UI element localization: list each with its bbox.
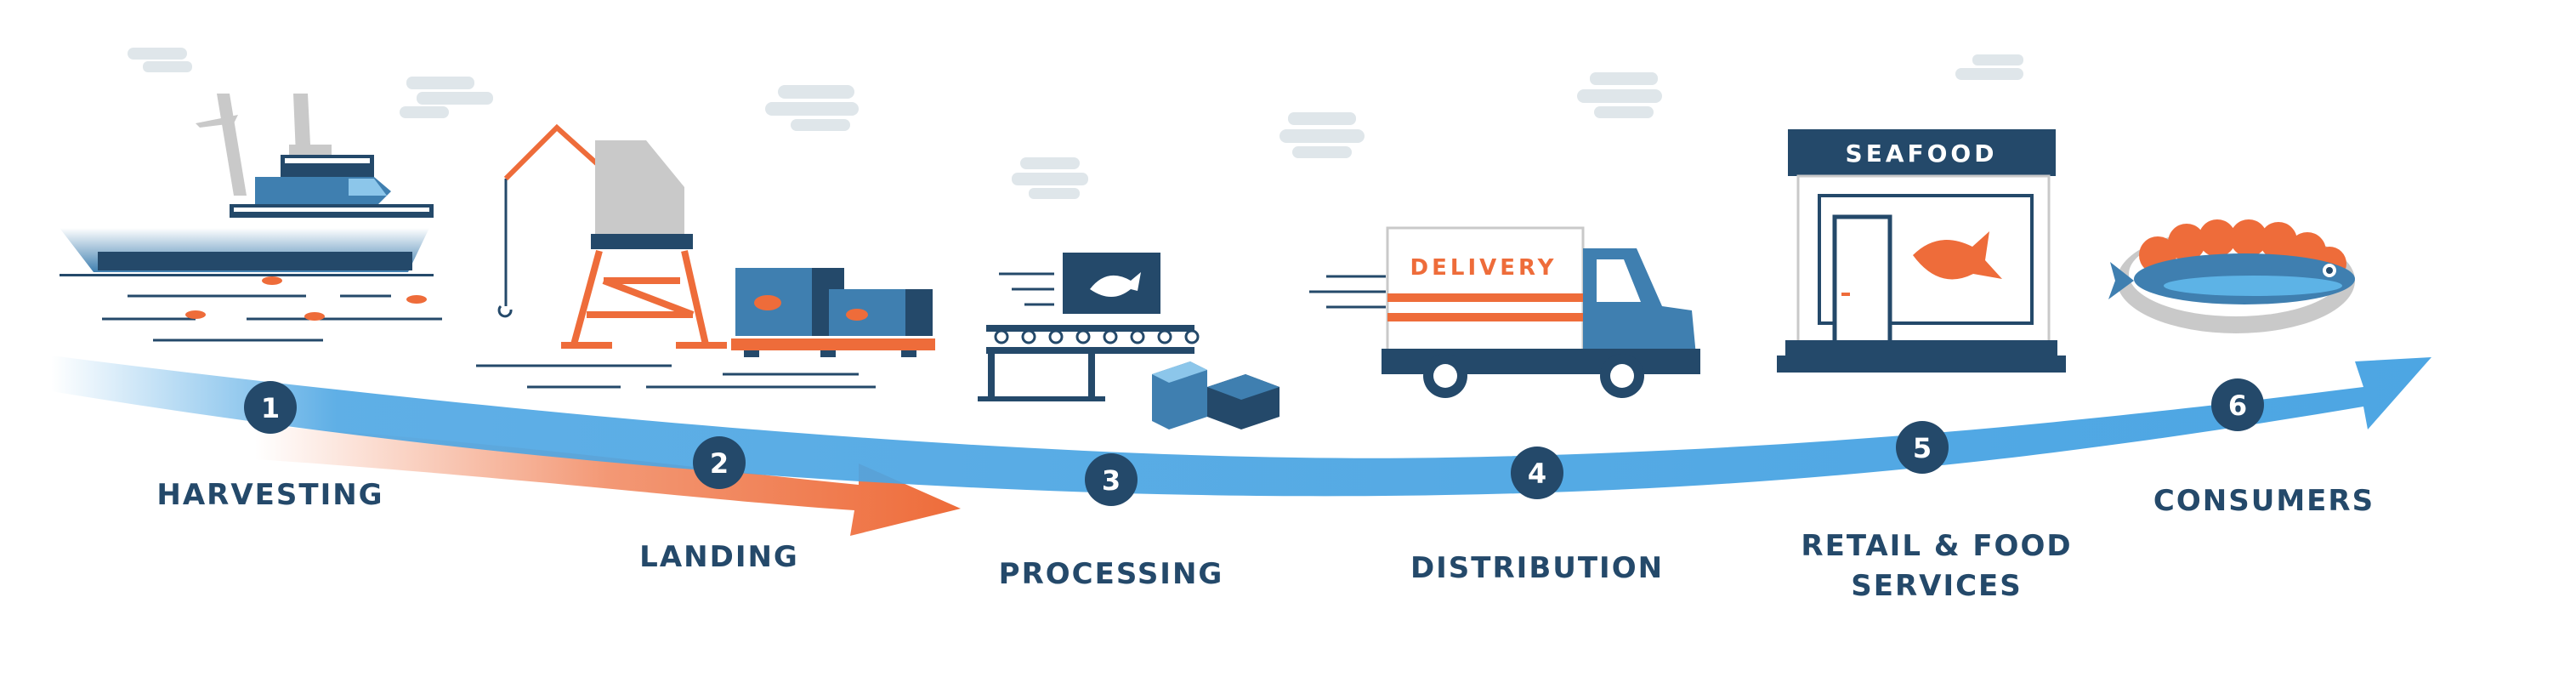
clouds [128, 48, 2023, 199]
cloud-icon [765, 85, 859, 131]
step-5: 5 RETAIL & FOOD SERVICES [1801, 421, 2072, 603]
cloud-icon [128, 48, 192, 72]
step-number-badge [1085, 453, 1138, 506]
step-1: 1 HARVESTING [156, 381, 383, 512]
step-2: 2 LANDING [639, 436, 799, 574]
step-number-badge [2211, 378, 2264, 431]
step-number: 1 [261, 392, 280, 424]
step-label-line-1: RETAIL & FOOD [1801, 529, 2072, 563]
cloud-icon [400, 77, 493, 118]
step-number: 5 [1913, 432, 1932, 464]
step-number: 6 [2228, 390, 2247, 422]
store-sign-label: SEAFOOD [1846, 139, 1998, 168]
step-number-badge [1896, 421, 1949, 474]
cloud-icon [1577, 72, 1662, 118]
step-label: PROCESSING [999, 557, 1224, 591]
step-label: DISTRIBUTION [1410, 551, 1664, 585]
step-label-line-2: SERVICES [1851, 569, 2023, 603]
step-number: 3 [1102, 464, 1121, 497]
delivery-truck-icon: DELIVERY [1309, 226, 1700, 398]
step-number-badge [693, 436, 746, 489]
fish-platter-icon [2108, 219, 2355, 333]
cloud-icon [1012, 157, 1088, 199]
cloud-icon [1955, 54, 2023, 80]
step-3: 3 PROCESSING [999, 453, 1224, 591]
step-number-badge [244, 381, 297, 434]
orange-flow-arrow [255, 425, 961, 536]
cloud-icon [1279, 112, 1365, 158]
step-number-badge [1511, 447, 1563, 499]
storefront-icon: SEAFOOD [1777, 129, 2066, 373]
step-label: LANDING [639, 540, 799, 574]
fishing-boat-icon [60, 94, 442, 342]
step-6: 6 CONSUMERS [2153, 378, 2375, 518]
conveyor-icon [978, 253, 1279, 429]
truck-sign-label: DELIVERY [1410, 255, 1558, 281]
step-label: HARVESTING [156, 478, 383, 512]
step-number: 2 [710, 447, 729, 480]
dock-crane-icon [476, 123, 935, 389]
blue-flow-arrow [51, 356, 2431, 497]
step-number: 4 [1528, 458, 1546, 490]
step-label: CONSUMERS [2153, 484, 2375, 518]
step-4: 4 DISTRIBUTION [1410, 447, 1664, 585]
